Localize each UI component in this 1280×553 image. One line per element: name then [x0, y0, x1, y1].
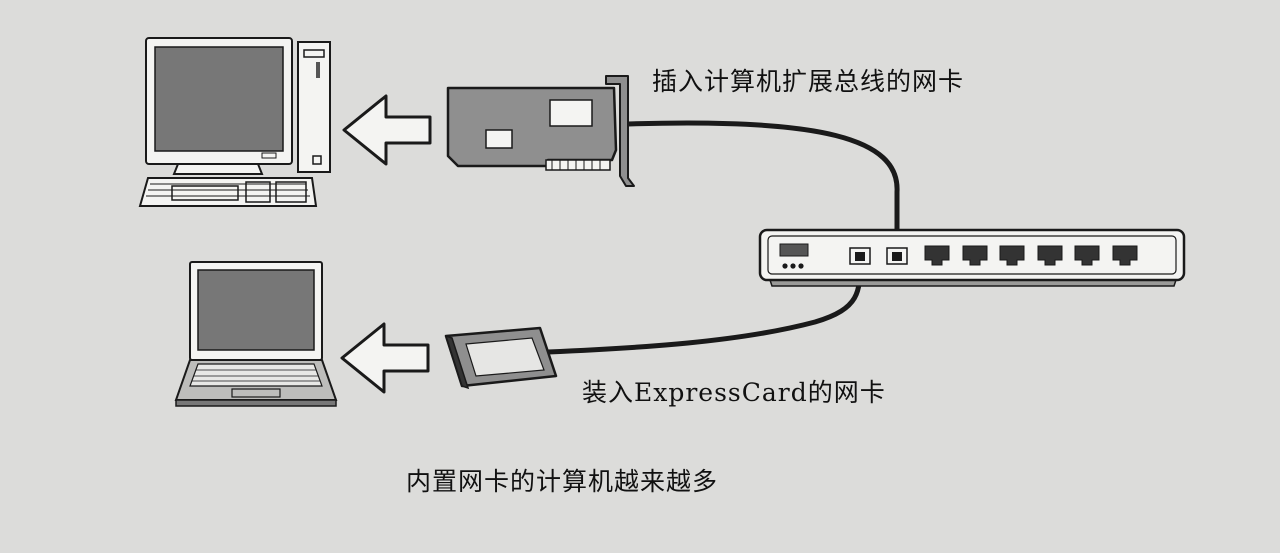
- laptop-computer-icon: [174, 261, 338, 407]
- arrow-left-icon: [340, 322, 430, 394]
- expresscard-network-card-icon: [444, 326, 558, 390]
- cable-plug: [892, 252, 902, 261]
- label-expansion-bus-nic: 插入计算机扩展总线的网卡: [652, 67, 965, 96]
- desktop-computer-icon: [138, 37, 331, 207]
- cable-plug: [855, 252, 865, 261]
- network-hub-icon: [758, 228, 1186, 287]
- figure-caption: 内置网卡的计算机越来越多: [406, 467, 719, 496]
- arrow-left-icon: [342, 94, 432, 166]
- cable-pci-card-to-hub: [627, 120, 900, 258]
- pci-network-card-icon: [446, 75, 635, 187]
- label-expresscard-nic: 装入ExpressCard的网卡: [582, 378, 886, 407]
- cable-expresscard-to-hub: [547, 257, 863, 355]
